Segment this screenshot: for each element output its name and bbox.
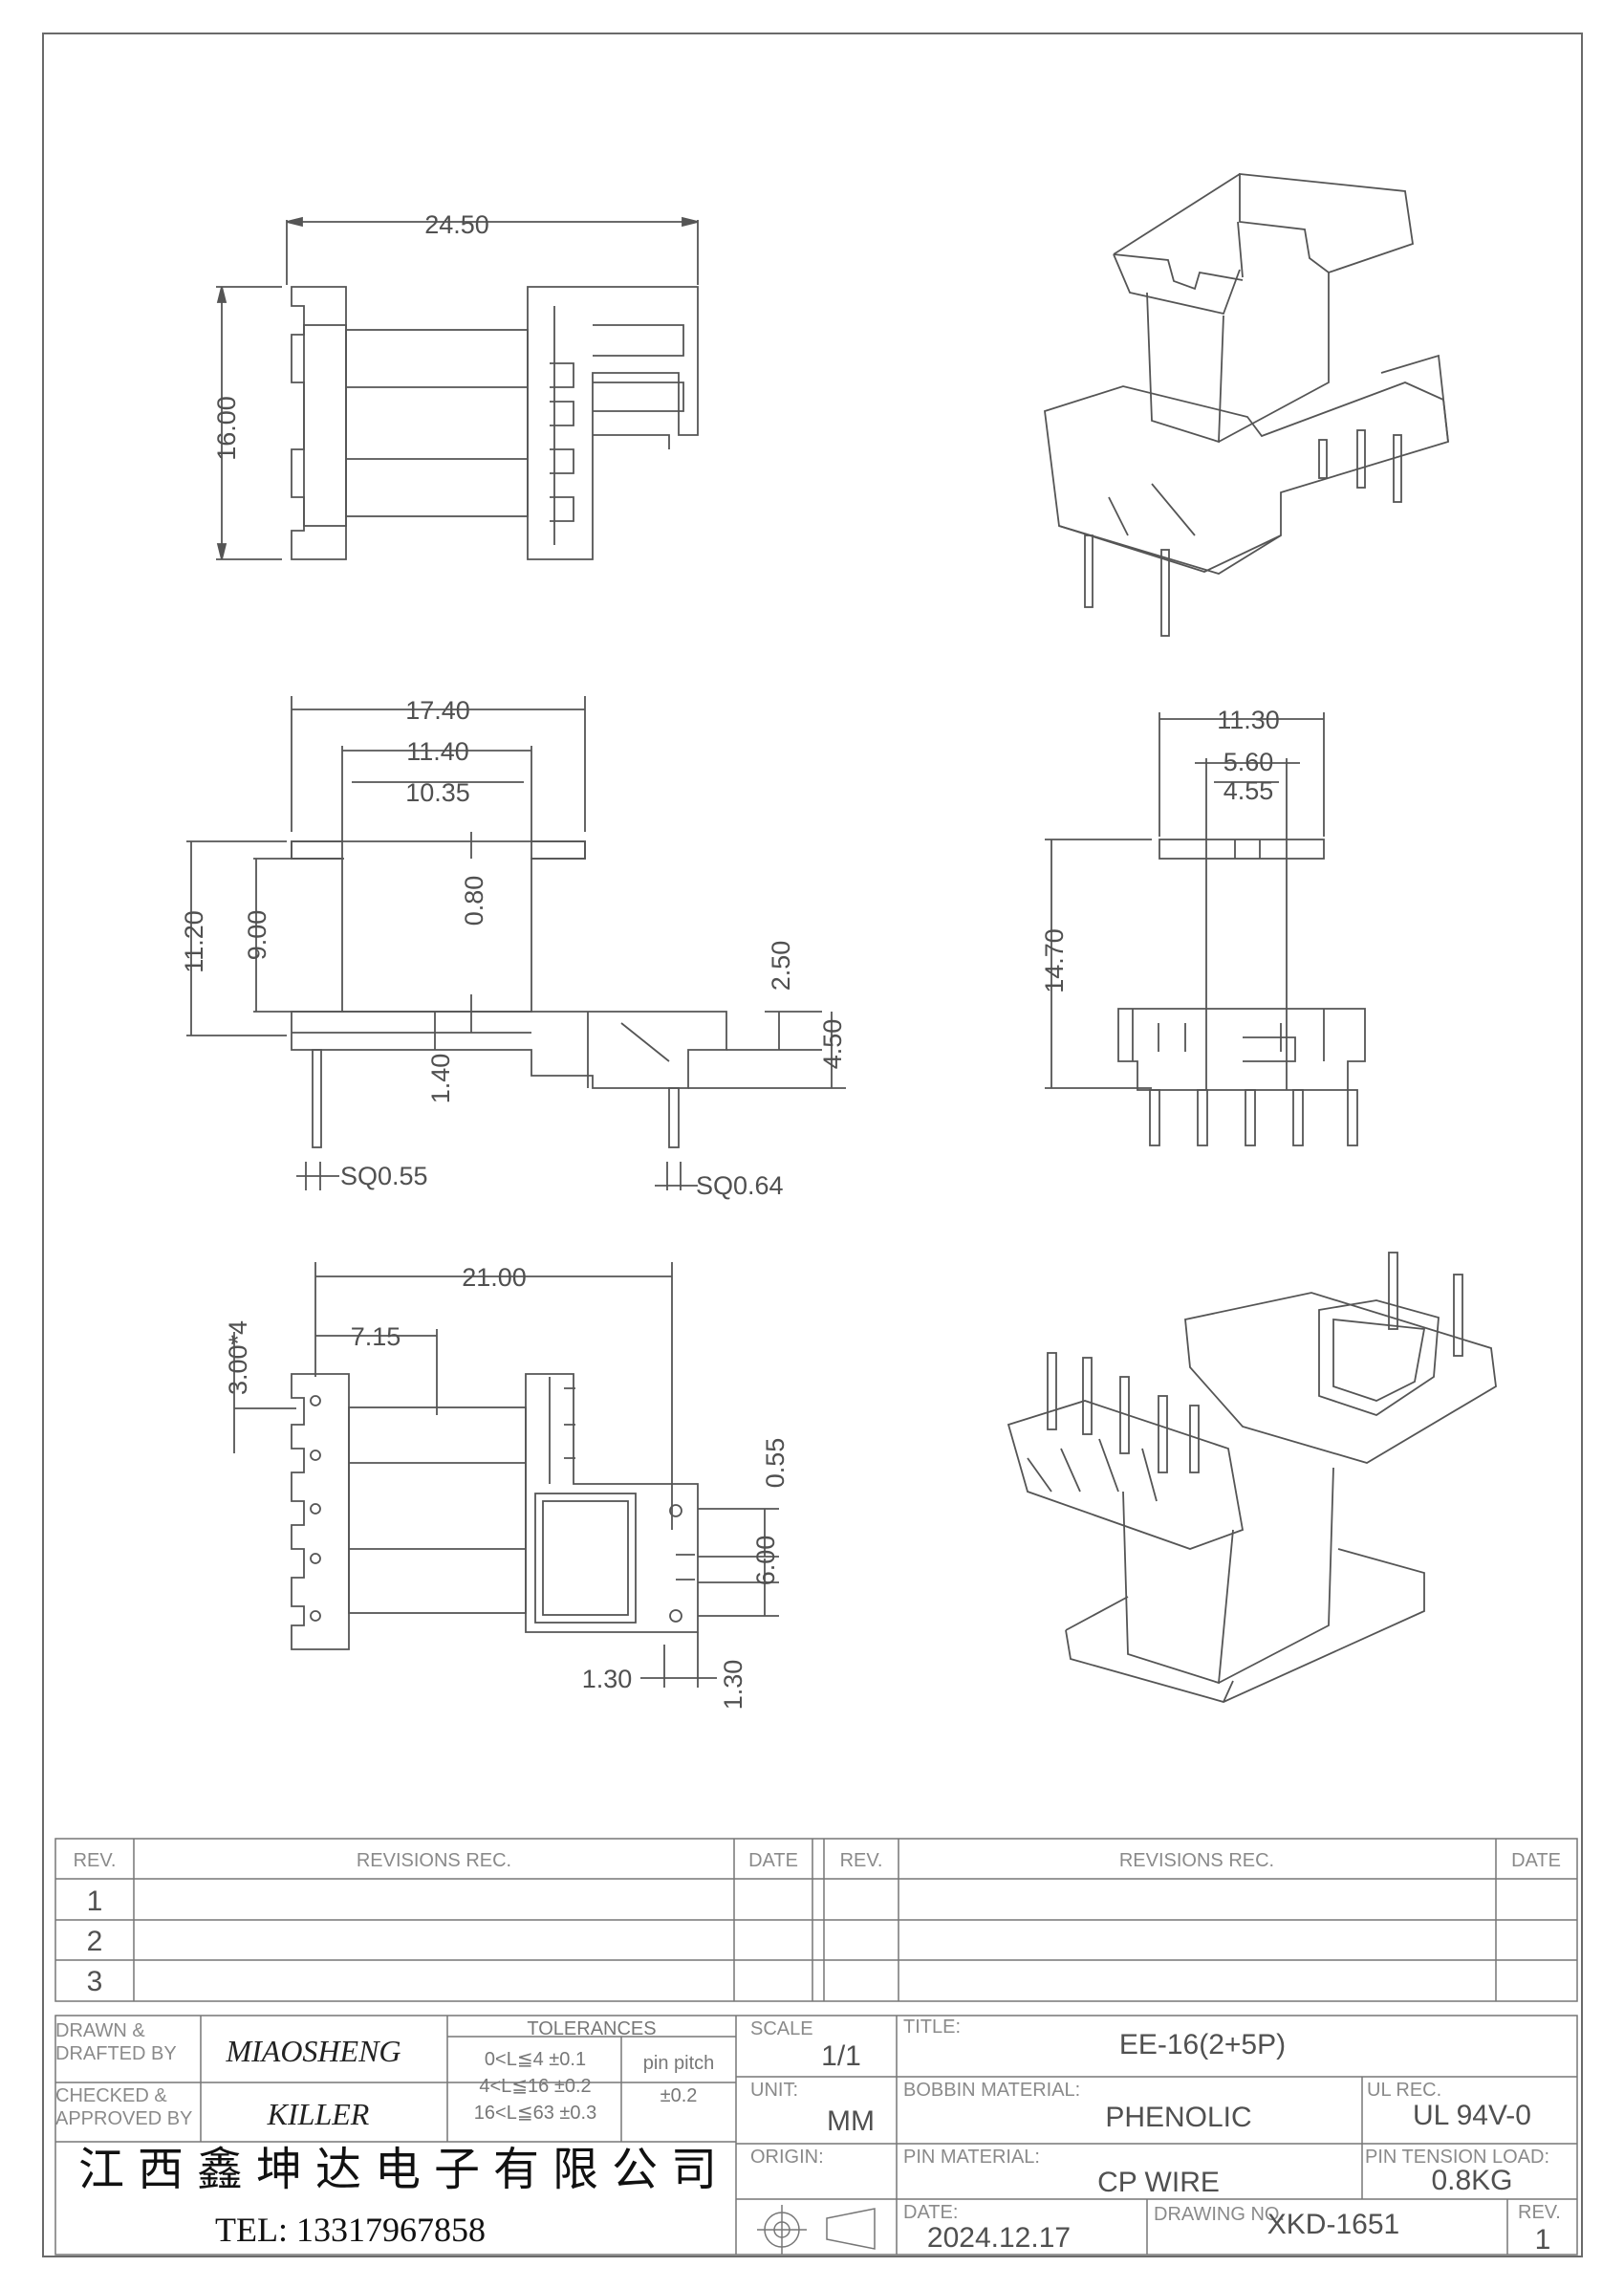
ul-value: UL 94V-0 xyxy=(1413,2100,1531,2131)
date-value: 2024.12.17 xyxy=(927,2222,1071,2254)
dim-pin-height: 4.50 xyxy=(818,1019,847,1070)
drawn-label: DRAWN &DRAFTED BY xyxy=(55,2020,177,2064)
title-block xyxy=(54,2015,1578,2256)
dim-pin-pitch: 3.00*4 xyxy=(224,1320,252,1395)
isometric-view-bottom xyxy=(1007,1252,1497,1703)
dim-side-height: 14.70 xyxy=(1040,928,1069,993)
drawing-no-label: DRAWING NO. xyxy=(1154,2204,1285,2225)
pin-material-label: PIN MATERIAL: xyxy=(903,2147,1040,2168)
dim-bottom-width: 21.00 xyxy=(462,1263,527,1292)
dim-side-a: 5.60 xyxy=(1223,748,1274,776)
checked-by: KILLER xyxy=(267,2097,370,2131)
tolerances-label: TOLERANCES xyxy=(527,2018,656,2039)
company-name: 江西鑫坤达电子有限公司 xyxy=(78,2143,730,2196)
pin-pitch-label: pin pitch xyxy=(643,2053,715,2074)
rev-header-left: REV. xyxy=(74,1850,117,1871)
dim-pin-size-2: SQ0.64 xyxy=(696,1171,784,1200)
pin-tension-value: 0.8KG xyxy=(1431,2165,1512,2196)
dim-pin-gap: 6.00 xyxy=(751,1536,780,1586)
title-block-text: DRAWN &DRAFTED BY MIAOSHENG CHECKED &APP… xyxy=(55,2016,1561,2256)
dim-d2: 1.30 xyxy=(719,1660,747,1711)
dim-front-total-width: 17.40 xyxy=(405,696,470,725)
scale-value: 1/1 xyxy=(821,2040,861,2072)
dim-top-height: 16.00 xyxy=(212,396,241,461)
dim-base-height: 2.50 xyxy=(767,941,795,992)
dim-flange-thickness: 0.80 xyxy=(460,876,488,926)
date-header-right: DATE xyxy=(1511,1850,1561,1871)
dim-slot: 0.55 xyxy=(761,1438,790,1489)
title-label: TITLE: xyxy=(903,2016,961,2038)
top-view xyxy=(216,216,699,560)
rev-value: 1 xyxy=(1535,2224,1551,2256)
side-view xyxy=(1045,712,1366,1146)
dimension-labels: 24.50 16.00 17.40 11.40 10.35 11.20 9.00… xyxy=(180,210,1280,1710)
dim-front-inner-width: 10.35 xyxy=(405,778,470,807)
rev-label: REV. xyxy=(1518,2202,1561,2223)
sheet-border xyxy=(42,33,1583,2257)
revision-table-text: REV. REVISIONS REC. DATE REV. REVISIONS … xyxy=(74,1850,1561,1997)
date-header-left: DATE xyxy=(748,1850,798,1871)
pin-tension-label: PIN TENSION LOAD: xyxy=(1365,2147,1549,2168)
dim-gap: 1.40 xyxy=(426,1054,455,1104)
dim-d1: 1.30 xyxy=(582,1665,633,1693)
rev-header-right: REV. xyxy=(840,1850,883,1871)
bobbin-material-label: BOBBIN MATERIAL: xyxy=(903,2080,1080,2101)
isometric-view-top xyxy=(1044,173,1449,637)
rev-row-3: 3 xyxy=(87,1966,103,1997)
unit-value: MM xyxy=(827,2105,875,2137)
dim-front-total-height: 11.20 xyxy=(180,910,208,973)
scale-label: SCALE xyxy=(750,2018,813,2039)
dim-front-inner-height: 9.00 xyxy=(243,910,271,961)
pin-pitch-tol: ±0.2 xyxy=(660,2085,698,2106)
dim-bottom-offset: 7.15 xyxy=(351,1322,401,1351)
rec-header-left: REVISIONS REC. xyxy=(357,1850,511,1871)
bobbin-material-value: PHENOLIC xyxy=(1105,2102,1251,2133)
title-value: EE-16(2+5P) xyxy=(1119,2029,1286,2060)
dim-top-width: 24.50 xyxy=(424,210,489,239)
dim-pin-size-1: SQ0.55 xyxy=(340,1162,428,1190)
tol-row-1: 0<L≦4 ±0.1 xyxy=(485,2049,586,2070)
bottom-view xyxy=(233,1262,779,1688)
dim-side-b: 4.55 xyxy=(1223,776,1274,805)
drawn-by: MIAOSHENG xyxy=(225,2034,401,2068)
rec-header-right: REVISIONS REC. xyxy=(1119,1850,1274,1871)
rev-row-1: 1 xyxy=(87,1886,103,1917)
checked-label: CHECKED &APPROVED BY xyxy=(55,2085,192,2129)
pin-material-value: CP WIRE xyxy=(1097,2167,1220,2198)
unit-label: UNIT: xyxy=(750,2080,798,2101)
front-view xyxy=(186,696,846,1190)
tol-row-2: 4<L≦16 ±0.2 xyxy=(479,2076,591,2097)
dim-front-mid-width: 11.40 xyxy=(406,737,469,766)
ul-label: UL REC. xyxy=(1367,2080,1441,2101)
dim-side-width: 11.30 xyxy=(1217,706,1280,734)
company-tel: TEL: 13317967858 xyxy=(215,2211,486,2249)
origin-label: ORIGIN: xyxy=(750,2147,824,2168)
rev-row-2: 2 xyxy=(87,1926,103,1957)
tol-row-3: 16<L≦63 ±0.3 xyxy=(474,2103,596,2124)
drawing-no-value: XKD-1651 xyxy=(1267,2209,1399,2240)
revision-table xyxy=(54,1838,1578,2002)
date-label: DATE: xyxy=(903,2202,958,2223)
